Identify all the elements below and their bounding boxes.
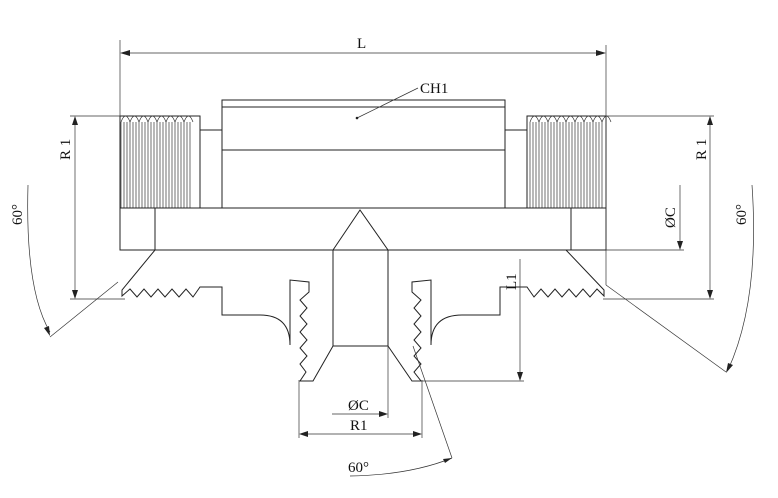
thread-crest [174, 115, 185, 123]
bottom-r1-dimension [298, 380, 423, 438]
thread-crest [583, 115, 594, 123]
ch1-label: CH1 [420, 81, 448, 97]
right-angle-dimension [605, 184, 754, 373]
left-neck [199, 129, 223, 209]
left-angle-label: 60° [10, 204, 26, 225]
section-right [387, 249, 605, 382]
thread-crest [574, 115, 585, 123]
thread-crest [120, 115, 131, 123]
branch-length-label: L1 [504, 273, 520, 290]
left-r1-dimension [70, 115, 125, 300]
thread-crest [165, 115, 176, 123]
right-angle-label: 60° [734, 204, 750, 225]
left-thread-top [119, 115, 201, 209]
right-neck [504, 129, 528, 209]
bottom-angle-dimension [349, 345, 453, 477]
thread-crest [529, 115, 540, 123]
bottom-bore-label: ØC [348, 398, 369, 414]
thread-crest [538, 115, 549, 123]
branch-length-dimension [412, 259, 524, 382]
thread-crest [129, 115, 140, 123]
bottom-bore-dimension [332, 346, 389, 418]
thread-crest [547, 115, 558, 123]
right-bore-label: ØC [663, 207, 679, 228]
right-bore-dimension [606, 185, 684, 251]
right-r1-dimension [603, 115, 714, 300]
thread-crest [147, 115, 158, 123]
length-label: L [357, 36, 366, 52]
thread-crest [592, 115, 603, 123]
right-thread-top [526, 115, 612, 209]
left-angle-dimension [27, 184, 119, 338]
thread-crest [156, 115, 167, 123]
left-r1-label: R 1 [58, 139, 74, 160]
bottom-angle-label: 60° [348, 460, 369, 476]
thread-crest [565, 115, 576, 123]
thread-crest [138, 115, 149, 123]
thread-crest [183, 115, 194, 123]
ch1-leader [356, 87, 419, 119]
bore-cone-tip [332, 209, 389, 251]
hex-body [221, 99, 506, 209]
right-r1-label: R 1 [694, 139, 710, 160]
ch1-leader-dot [355, 116, 359, 120]
section-left [121, 249, 334, 382]
length-dimension [119, 40, 607, 285]
thread-crest [556, 115, 567, 123]
bottom-r1-label: R1 [350, 418, 368, 434]
